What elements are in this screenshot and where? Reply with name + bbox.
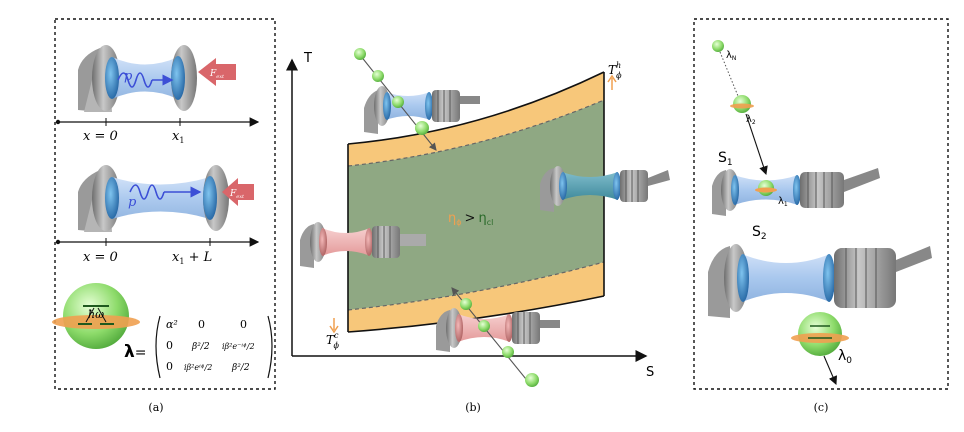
matrix-r3c1: 0 — [166, 360, 173, 373]
position-zero-bottom: x = 0 — [83, 250, 118, 265]
force-arrow-bottom — [222, 178, 254, 206]
piston-cavity-bottom: p Fext — [78, 165, 254, 232]
density-matrix: λ= α² 0 0 0 β²/2 iβ²e⁻ⁱᶲ/2 0 iβ²eⁱᶲ/2 β²… — [124, 315, 273, 379]
atom-hot-4 — [415, 121, 429, 135]
position-zero-top: x = 0 — [83, 129, 118, 144]
cold-isotherm-line — [347, 295, 605, 333]
matrix-r1c3: 0 — [240, 318, 247, 331]
panel-a: p Fext x = 0 x1 p Fext x = 0 — [52, 18, 276, 414]
cold-isotherm-band — [348, 262, 604, 332]
lambda-2-label: λ2 — [746, 114, 756, 126]
axis-origin-top — [55, 119, 61, 125]
atom-cold-3 — [478, 320, 490, 332]
atom-hot-3 — [392, 96, 404, 108]
position-x1-plus-L-bottom: x1 + L — [172, 250, 212, 266]
matrix-r2c1: 0 — [166, 339, 173, 352]
cavity-s1 — [712, 168, 880, 216]
atom-hot-1 — [354, 48, 366, 60]
panel-a-frame — [54, 18, 276, 390]
s1-label: S1 — [718, 150, 733, 168]
cavity-s2 — [708, 244, 932, 318]
atom-cold-4 — [460, 298, 472, 310]
photon-label-top: p — [124, 69, 133, 84]
force-label-bottom: Fext — [229, 189, 245, 200]
lambda-n-label: λN — [726, 50, 736, 62]
position-x1-top: x1 — [172, 129, 184, 145]
caption-c: (c) — [814, 401, 829, 414]
lambda-0-label: λ0 — [838, 348, 852, 366]
axis-t-label: T — [303, 51, 312, 66]
matrix-r1c2: 0 — [198, 318, 205, 331]
hot-isotherm-line — [347, 71, 605, 145]
hot-isotherm-band — [348, 72, 604, 166]
atom-gap-label: ħω — [88, 308, 104, 321]
axis-s-label: S — [646, 365, 654, 380]
matrix-r3c2: iβ²eⁱᶲ/2 — [184, 363, 212, 372]
s2-label: S2 — [752, 224, 767, 242]
caption-a: (a) — [148, 401, 163, 414]
adiabatic-cavity-left — [300, 222, 426, 268]
matrix-r2c2: β²/2 — [191, 342, 210, 352]
matrix-r3c3: β²/2 — [231, 363, 250, 373]
atom-cold-1 — [525, 373, 539, 387]
force-label-top: Fext — [209, 69, 225, 80]
piston-cavity-top: p Fext — [78, 45, 236, 112]
matrix-r1c1: α² — [166, 318, 178, 331]
adiabatic-cavity-right — [540, 166, 670, 212]
lambda-1-label: λ1 — [778, 196, 788, 208]
hot-cavity-engine — [364, 86, 480, 134]
atom-hot-2 — [372, 70, 384, 82]
axis-origin-bottom — [55, 239, 61, 245]
atom-lambda-n — [712, 40, 724, 52]
qutrit-atom: ħω — [52, 283, 140, 349]
efficiency-label: ηϕ>ηcl — [448, 211, 493, 227]
atom-cold-2 — [502, 346, 514, 358]
caption-b: (b) — [465, 401, 481, 414]
matrix-r2c3: iβ²e⁻ⁱᶲ/2 — [222, 342, 255, 351]
matrix-lambda: λ= — [124, 342, 147, 362]
panel-c-frame — [693, 18, 949, 390]
panel-c: λN λ2 S1 λ1 S2 — [693, 18, 949, 414]
force-arrow-top — [198, 58, 236, 86]
photon-label-bottom: p — [128, 195, 137, 210]
